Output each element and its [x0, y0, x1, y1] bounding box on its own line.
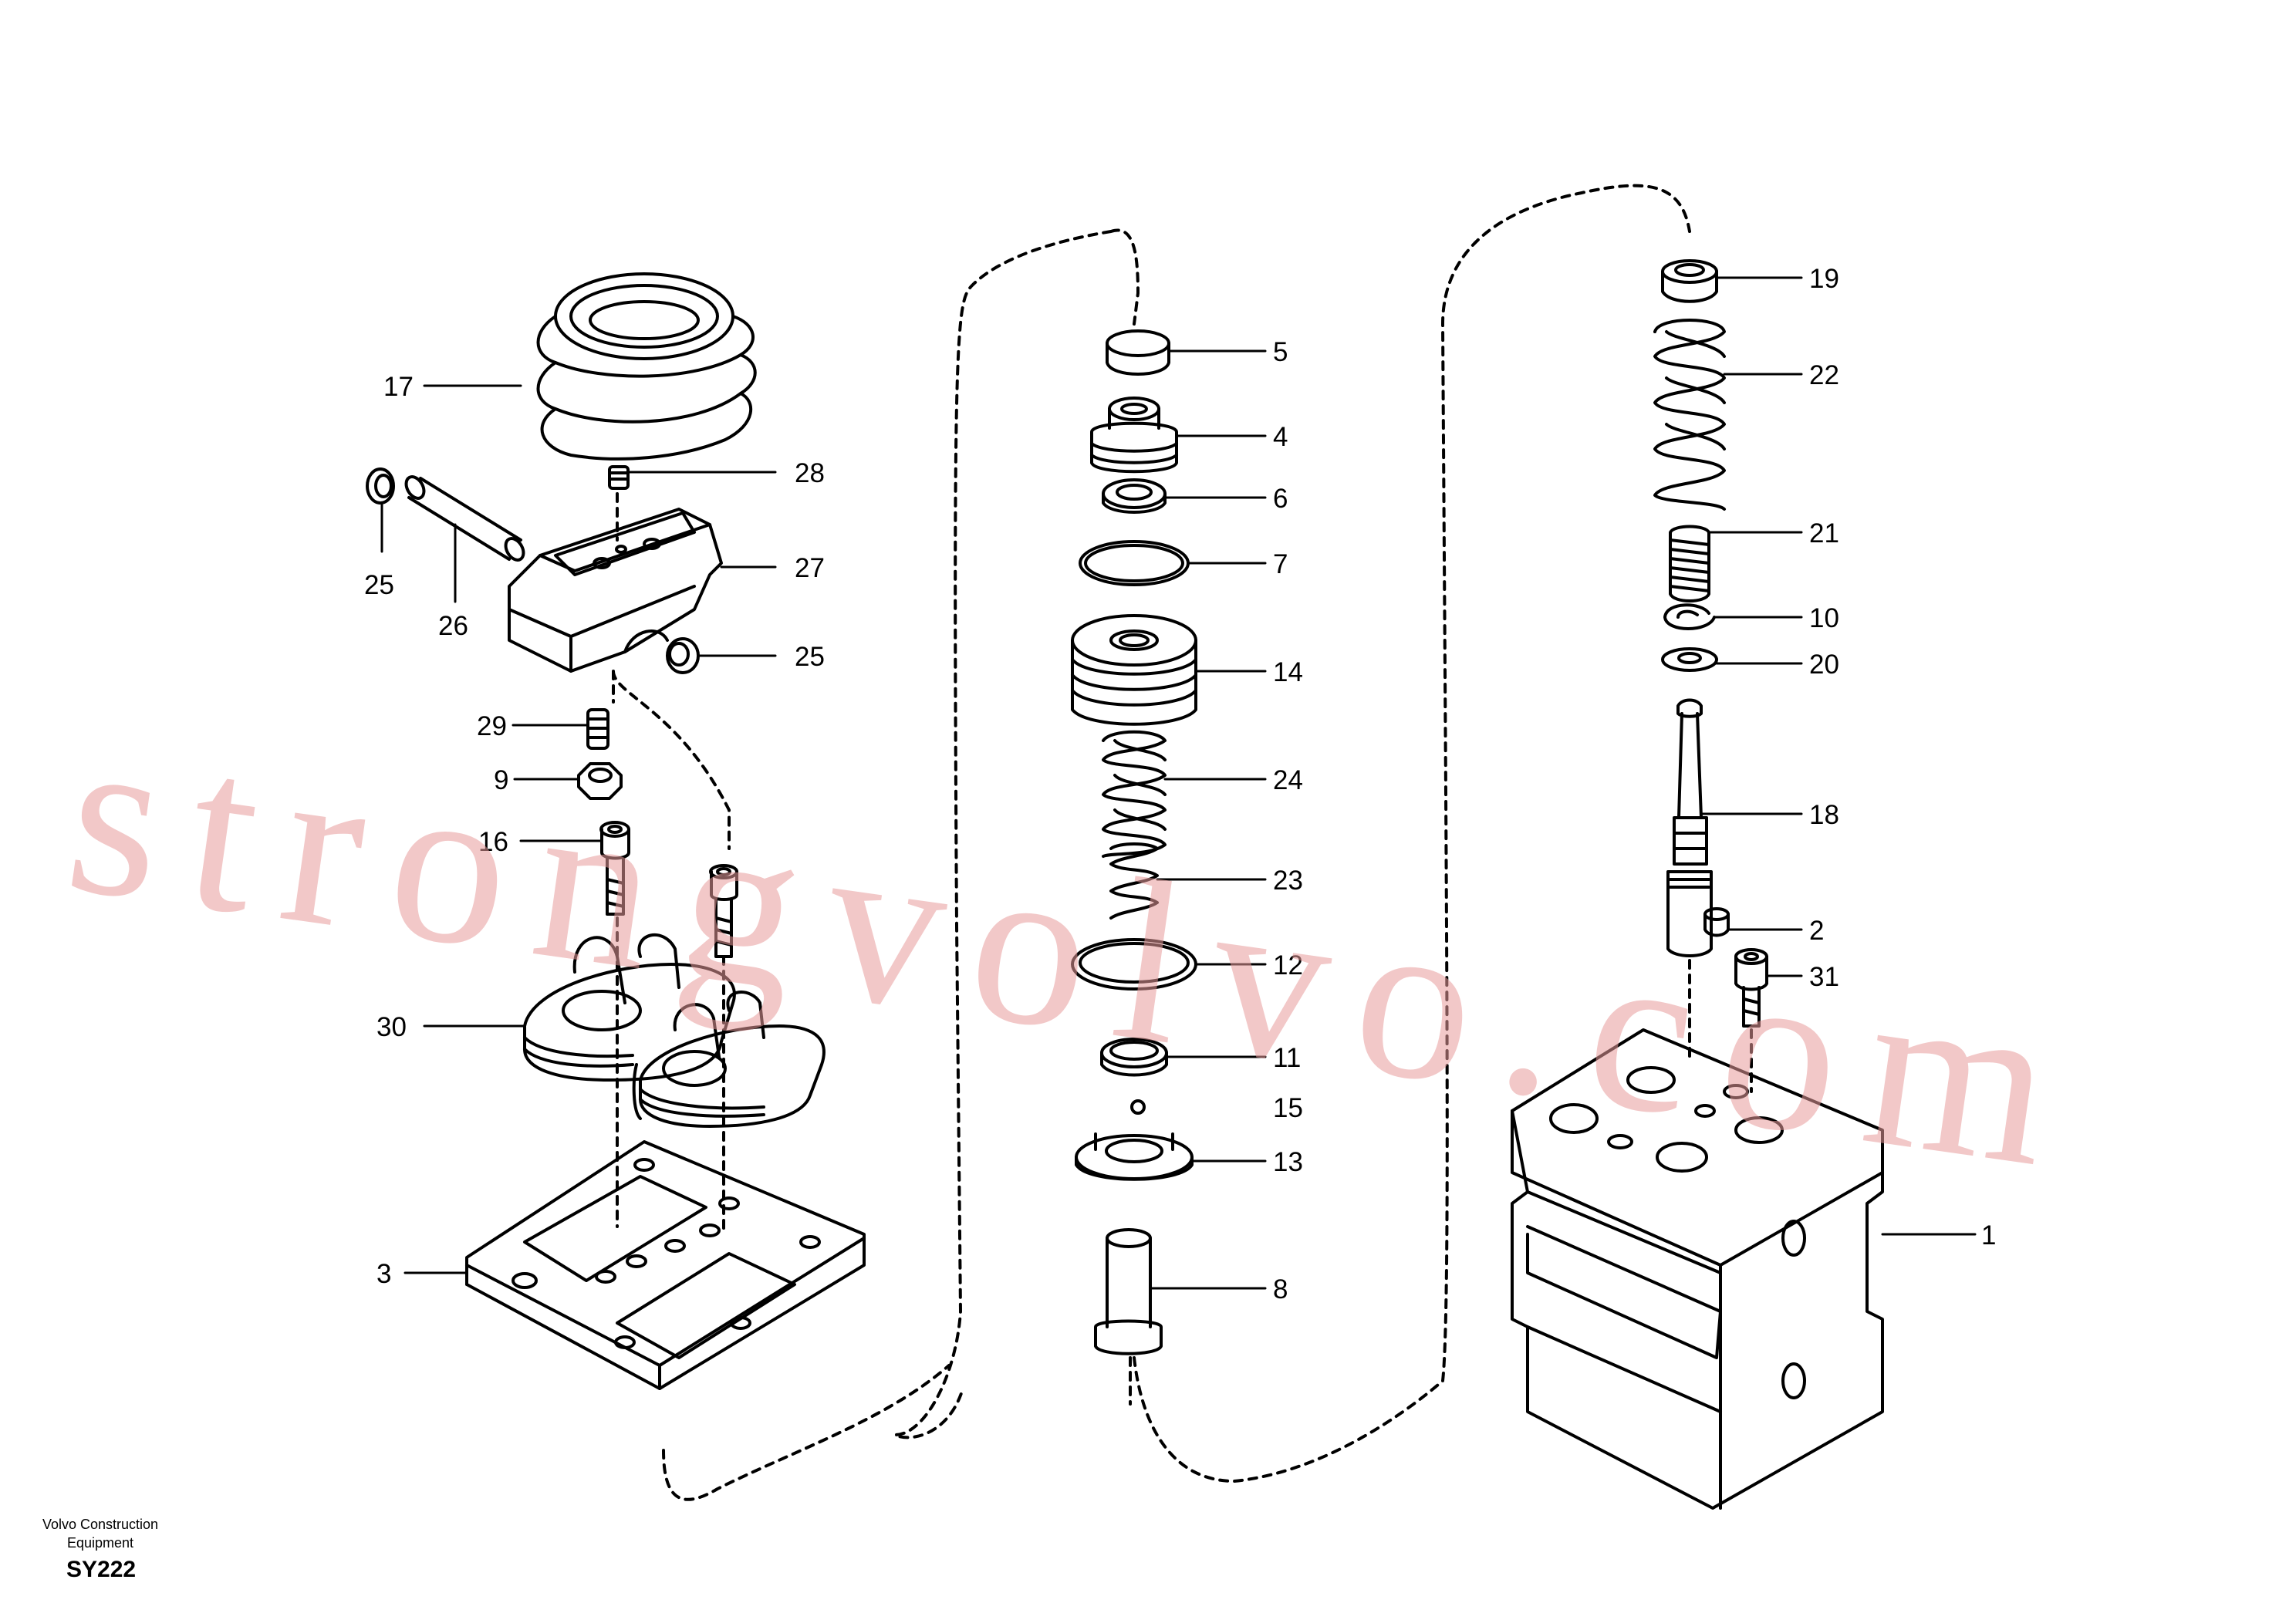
callout-24: 24 — [1273, 765, 1303, 795]
company-name-line2: Equipment — [66, 1535, 134, 1551]
ring-part-11 — [1100, 1038, 1168, 1077]
callout-16: 16 — [478, 827, 508, 857]
spring-part-23 — [1109, 842, 1159, 920]
company-name-line1: Volvo Construction — [42, 1517, 159, 1532]
callout-29: 29 — [477, 711, 507, 741]
callout-18: 18 — [1809, 800, 1839, 830]
callout-26: 26 — [438, 611, 468, 641]
group-outline-center — [893, 184, 1691, 1483]
callout-12: 12 — [1273, 950, 1303, 980]
clip-part-10 — [1663, 603, 1716, 630]
callout-22: 22 — [1809, 360, 1839, 390]
spring-part-24 — [1102, 730, 1167, 858]
callout-25-left: 25 — [364, 570, 394, 600]
nut-part-9 — [577, 762, 623, 800]
callout-25-right: 25 — [795, 642, 825, 672]
callout-21: 21 — [1809, 518, 1839, 548]
callout-5: 5 — [1273, 337, 1288, 367]
pushrod-part-18 — [1666, 698, 1713, 957]
pin-part-26 — [404, 475, 525, 562]
footer-block: Volvo Construction Equipment SY222 — [23, 1515, 177, 1583]
callout-23: 23 — [1273, 866, 1303, 896]
seal-part-6 — [1102, 478, 1167, 514]
callout-17: 17 — [383, 372, 414, 402]
callout-28: 28 — [795, 458, 825, 488]
watermark-text: strongvolvo.com — [55, 683, 2096, 1220]
leader-lines — [380, 276, 1977, 1290]
callout-20: 20 — [1809, 650, 1839, 680]
cam-plate-part-30b — [639, 991, 826, 1128]
boot-part-17 — [536, 272, 757, 461]
set-screw-part-28 — [608, 465, 630, 490]
diagram-code: SY222 — [66, 1557, 137, 1582]
callout-8: 8 — [1273, 1274, 1288, 1304]
bolt-part-16b — [709, 864, 738, 958]
callout-11: 11 — [1273, 1043, 1301, 1073]
spool-part-8 — [1094, 1228, 1163, 1355]
callout-10: 10 — [1809, 603, 1839, 633]
callout-3: 3 — [376, 1259, 391, 1289]
callout-labels: 17 28 25 26 27 25 29 9 16 30 3 5 4 6 7 1… — [364, 264, 1996, 1304]
ball-part-15 — [1130, 1099, 1146, 1115]
callout-14: 14 — [1273, 657, 1303, 687]
alignment-line-right — [1688, 959, 1753, 1093]
callout-2: 2 — [1809, 916, 1824, 946]
callout-15: 15 — [1273, 1093, 1303, 1123]
callout-4: 4 — [1273, 422, 1288, 452]
ring-part-25-right — [666, 637, 700, 674]
callout-6: 6 — [1273, 484, 1288, 514]
washer-part-20 — [1661, 647, 1718, 672]
callout-7: 7 — [1273, 549, 1288, 579]
spring-part-22 — [1653, 319, 1726, 511]
callout-31: 31 — [1809, 962, 1839, 992]
callout-30: 30 — [376, 1012, 407, 1042]
alignment-line-left — [612, 492, 731, 1236]
piston-part-4 — [1090, 397, 1178, 474]
spring-seat-part-19 — [1661, 259, 1718, 303]
ring-part-25-left — [366, 467, 395, 505]
ring-part-5 — [1106, 329, 1170, 376]
o-ring-part-7 — [1079, 540, 1190, 586]
callout-19: 19 — [1809, 264, 1839, 294]
valve-body-part-1 — [1511, 1028, 1884, 1510]
base-plate-part-3 — [465, 1140, 866, 1390]
callout-9: 9 — [494, 765, 508, 795]
lever-block-part-27 — [508, 508, 723, 673]
bolt-part-31 — [1734, 948, 1768, 1028]
callout-27: 27 — [795, 553, 825, 583]
callout-13: 13 — [1273, 1147, 1303, 1177]
plug-part-13 — [1075, 1132, 1194, 1181]
callout-1: 1 — [1981, 1220, 1996, 1250]
spring-seat-part-14 — [1071, 614, 1197, 726]
spring-part-21 — [1669, 525, 1710, 602]
bolt-part-16 — [599, 821, 630, 916]
set-screw-part-29 — [586, 708, 609, 750]
group-outline-left-bottom — [662, 1364, 950, 1501]
